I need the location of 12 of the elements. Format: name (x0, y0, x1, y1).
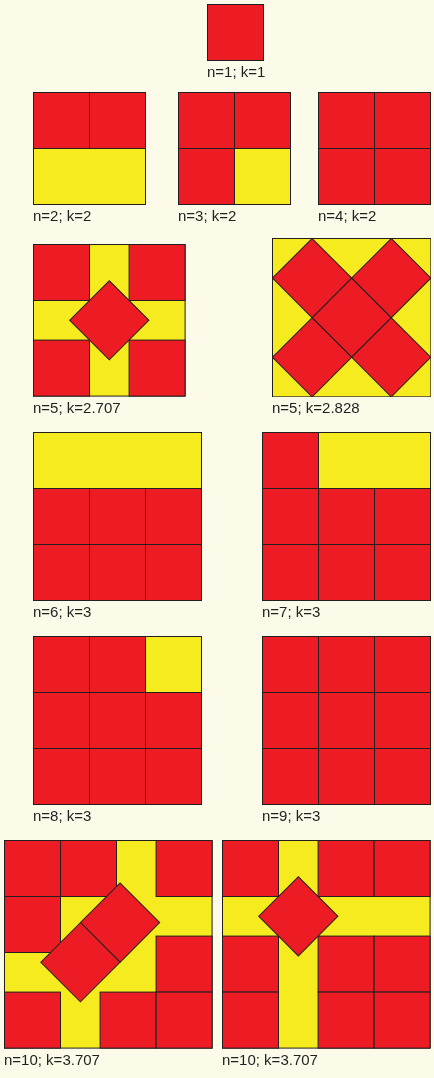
packing-label: n=10; k=3.707 (222, 1051, 319, 1068)
packing-label: n=7; k=3 (262, 604, 322, 620)
packing-label: n=8; k=3 (33, 808, 93, 824)
packing-label: n=5; k=2.707 (33, 399, 122, 416)
packing-label: n=2; k=2 (33, 208, 93, 224)
packing-label: n=10; k=3.707 (4, 1051, 101, 1068)
packing-label: n=9; k=3 (262, 808, 322, 824)
packing-label: n=3; k=2 (178, 208, 238, 224)
packing-label: n=6; k=3 (33, 604, 93, 620)
packing-label: n=1; k=1 (207, 64, 266, 80)
packing-label: n=5; k=2.828 (272, 400, 361, 417)
packing-label: n=4; k=2 (318, 208, 378, 224)
